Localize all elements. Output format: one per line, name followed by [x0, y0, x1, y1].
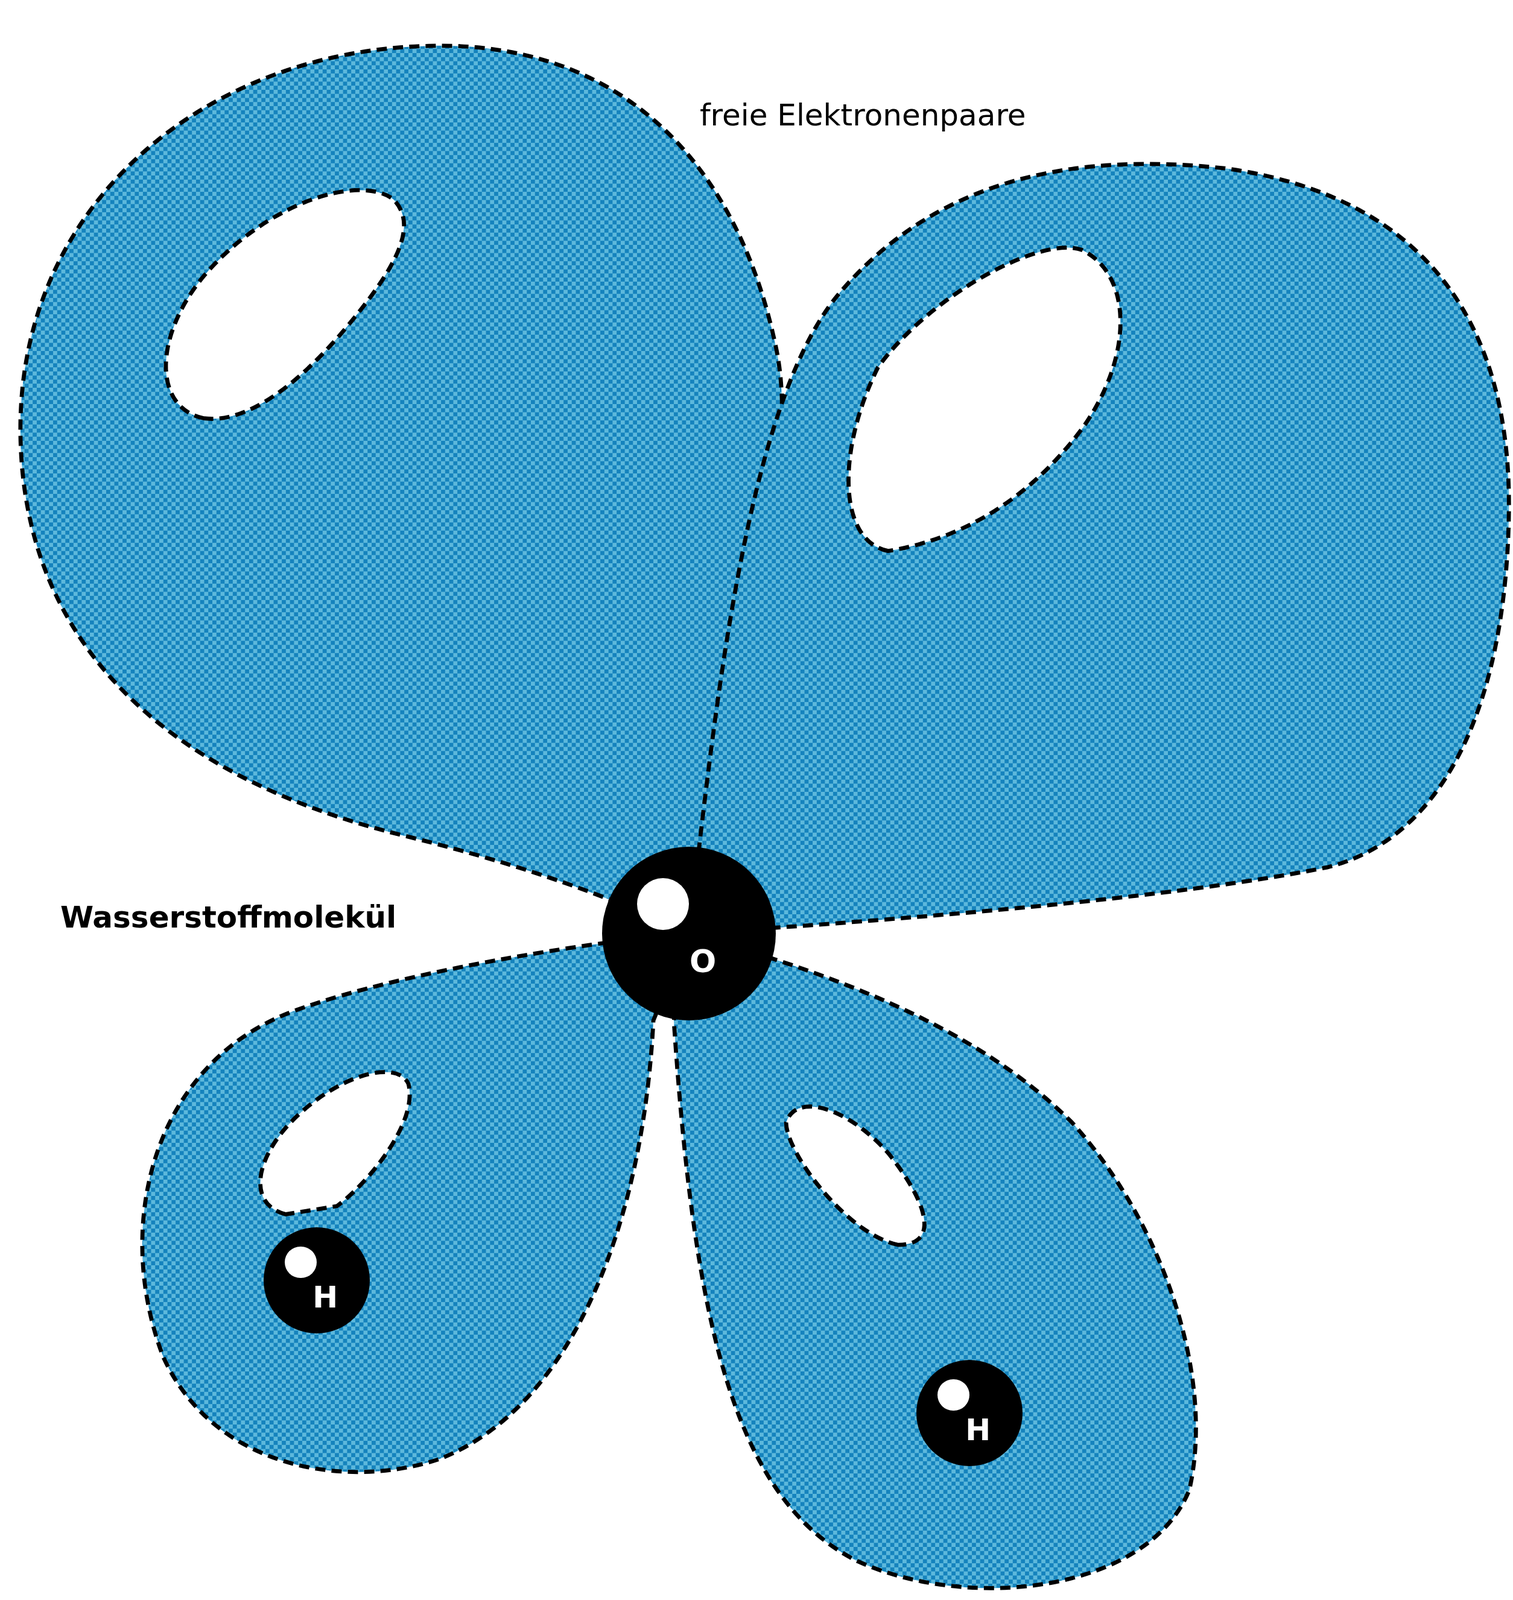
atom-symbol: O: [689, 945, 717, 978]
electron-dot: [284, 1246, 317, 1279]
bond-lobe: [673, 933, 1196, 1589]
lobe-hole: [165, 190, 405, 419]
atom-circle: O: [602, 846, 776, 1021]
atom-symbol: H: [312, 1282, 338, 1313]
annotation-label: Wasserstoffmolekül: [55, 898, 402, 937]
lobe-hole: [786, 1106, 925, 1246]
lobe-hole: [260, 1072, 410, 1215]
atom-circle: H: [263, 1227, 370, 1334]
bond-lobe: [142, 933, 689, 1473]
atom-circle: H: [916, 1360, 1023, 1467]
lobe-hole: [848, 247, 1121, 552]
electron-dot: [937, 1379, 970, 1412]
lone-pair-lobe: [20, 45, 783, 934]
atom-symbol: H: [965, 1415, 991, 1446]
annotation-label: freie Elektronenpaare: [694, 96, 1031, 135]
lone-pair-lobe: [688, 164, 1509, 934]
electron-dot: [637, 878, 689, 931]
